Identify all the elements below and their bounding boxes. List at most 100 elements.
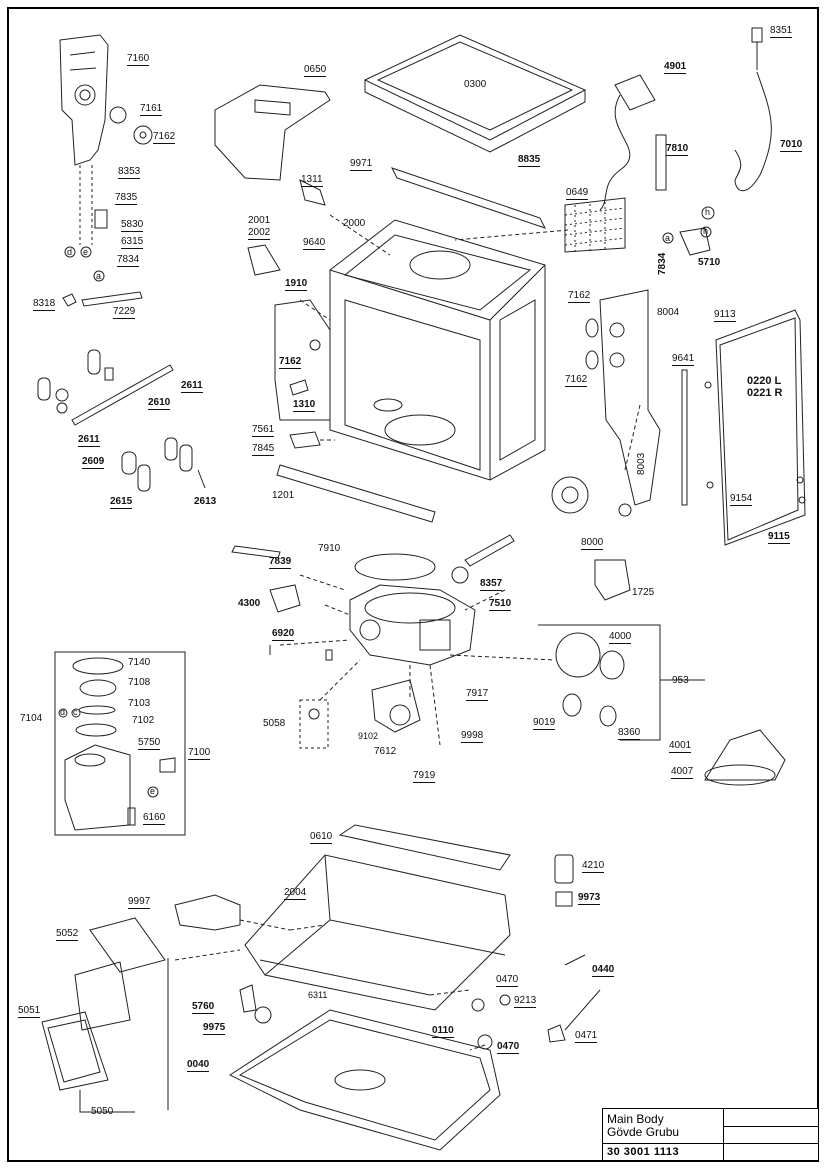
drawing-frame <box>7 7 819 1162</box>
label-6920: 6920 <box>272 628 295 641</box>
label-7839: 7839 <box>269 556 292 569</box>
title-block: Main Body Gövde Grubu 30 3001 1113 <box>602 1108 819 1161</box>
label-6160: 6160 <box>143 812 166 825</box>
label-0610: 0610 <box>310 831 333 844</box>
part-7162-gear <box>133 125 153 145</box>
callout-e-top: e <box>83 247 89 257</box>
label-0220L: 0220 L <box>747 375 782 387</box>
label-2611-a: 2611 <box>181 380 203 393</box>
label-1910: 1910 <box>285 278 308 291</box>
label-0470-b: 0470 <box>497 1041 520 1054</box>
label-1311: 1311 <box>301 174 323 187</box>
label-2611-b: 2611 <box>78 434 100 447</box>
label-9213: 9213 <box>514 995 537 1008</box>
callout-c-box: c <box>73 707 78 717</box>
part-2000-tub <box>329 219 546 481</box>
label-9997: 9997 <box>128 896 151 909</box>
label-7160: 7160 <box>127 53 150 66</box>
part-7510-sump <box>349 584 476 666</box>
label-7835: 7835 <box>115 192 138 205</box>
label-7917: 7917 <box>466 688 489 701</box>
drawing-code: 30 3001 1113 <box>607 1146 680 1158</box>
label-5051: 5051 <box>18 1005 41 1018</box>
label-1201: 1201 <box>272 490 295 501</box>
label-7162-b: 7162 <box>279 356 302 369</box>
label-0040: 0040 <box>187 1059 210 1072</box>
label-0650: 0650 <box>304 64 327 77</box>
title-cell-blank-1 <box>723 1109 818 1127</box>
label-4210: 4210 <box>582 860 605 873</box>
label-8353: 8353 <box>118 166 141 179</box>
label-8003: 8003 <box>636 452 647 475</box>
label-9998: 9998 <box>461 730 484 743</box>
label-5750: 5750 <box>138 737 161 750</box>
part-7161-ring <box>109 106 127 124</box>
part-7910-gasket <box>354 553 436 581</box>
callout-h-1: h <box>705 207 711 217</box>
label-2613: 2613 <box>194 496 217 507</box>
label-8360: 8360 <box>618 727 641 740</box>
part-0649-mesh <box>564 197 626 253</box>
part-0650 <box>214 84 331 181</box>
label-9154: 9154 <box>730 493 753 506</box>
label-0221R: 0221 R <box>747 387 783 399</box>
part-2004-frame <box>244 854 511 1011</box>
label-8357: 8357 <box>480 578 503 591</box>
label-9641: 9641 <box>672 353 695 366</box>
callout-a-top: a <box>96 271 102 281</box>
label-7919: 7919 <box>413 770 436 783</box>
label-2615: 2615 <box>110 496 133 509</box>
label-953: 953 <box>672 675 689 686</box>
label-0300: 0300 <box>464 79 487 90</box>
label-7810: 7810 <box>666 143 689 156</box>
callout-a-right: a <box>665 233 671 243</box>
label-9019: 9019 <box>533 717 556 730</box>
part-0040-base <box>228 1009 501 1151</box>
label-9975: 9975 <box>203 1022 226 1035</box>
callout-e-box: e <box>150 786 156 796</box>
label-5710: 5710 <box>698 257 721 268</box>
part-4000-motor <box>555 632 601 678</box>
title-cell-blank-2 <box>723 1126 818 1144</box>
label-7103: 7103 <box>128 698 151 709</box>
label-1725: 1725 <box>632 587 655 598</box>
callout-d-box: d <box>60 707 66 717</box>
label-7162-d: 7162 <box>565 374 588 387</box>
title-cell-code <box>603 1143 724 1160</box>
label-2001: 2001 <box>248 215 271 226</box>
label-7612: 7612 <box>374 746 397 757</box>
label-8000: 8000 <box>581 537 604 550</box>
label-4300: 4300 <box>238 598 261 609</box>
label-7100: 7100 <box>188 747 211 760</box>
title-line2: Gövde Grubu <box>607 1125 680 1139</box>
label-8318: 8318 <box>33 298 56 311</box>
label-7104: 7104 <box>20 713 43 724</box>
label-9971: 9971 <box>350 158 373 171</box>
label-7010: 7010 <box>780 139 803 152</box>
label-7510: 7510 <box>489 598 512 611</box>
callout-h-2: h <box>703 226 709 236</box>
label-2000: 2000 <box>343 218 366 229</box>
label-6311: 6311 <box>308 990 328 1000</box>
label-0110: 0110 <box>432 1025 454 1038</box>
label-7102: 7102 <box>132 715 155 726</box>
label-7834-a: 7834 <box>117 254 140 267</box>
label-2002: 2002 <box>248 227 271 240</box>
label-4000: 4000 <box>609 631 632 644</box>
title-line1: Main Body <box>607 1112 664 1126</box>
callout-d-top: d <box>67 247 73 257</box>
part-8004 <box>599 289 661 506</box>
label-5830: 5830 <box>121 219 144 232</box>
label-4007: 4007 <box>671 766 694 779</box>
label-7108: 7108 <box>128 677 151 688</box>
label-9102: 9102 <box>358 731 379 741</box>
label-1310: 1310 <box>293 399 316 412</box>
label-8835: 8835 <box>518 154 541 167</box>
label-7161: 7161 <box>140 103 163 116</box>
label-2004: 2004 <box>284 887 307 900</box>
label-6315: 6315 <box>121 236 144 249</box>
label-7162: 7162 <box>153 131 176 144</box>
label-9113: 9113 <box>714 309 736 322</box>
label-0471: 0471 <box>575 1030 598 1043</box>
label-5052: 5052 <box>56 928 79 941</box>
